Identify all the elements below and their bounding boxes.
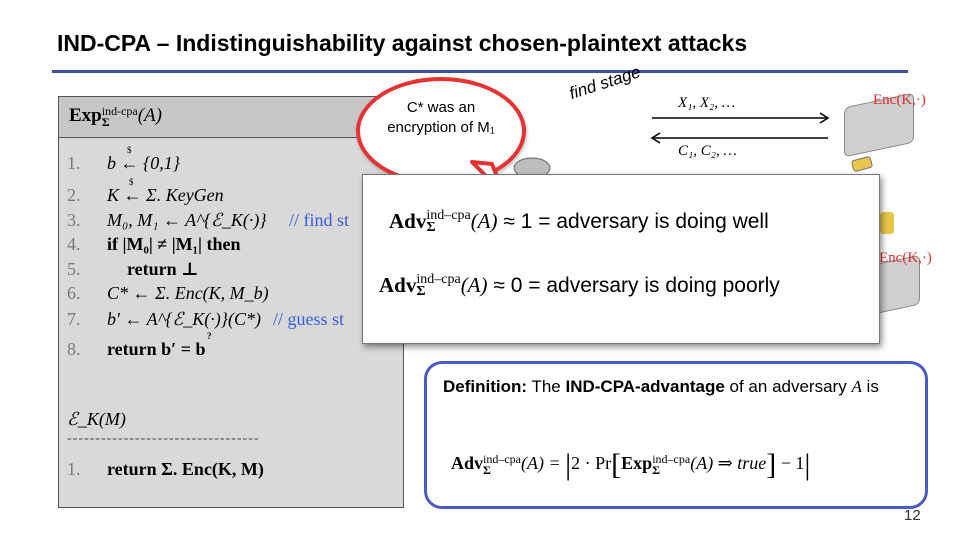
thought-bubble: C* was an encryption of M₁ xyxy=(356,77,526,185)
page-number: 12 xyxy=(904,507,921,524)
oracle-machine-fragment-icon xyxy=(880,212,894,234)
exp-line-7-comment: // guess st xyxy=(273,309,345,329)
oracle-separator: ---------------------------------- xyxy=(67,431,260,446)
response-arrow xyxy=(650,132,828,144)
exp-line-6: 6. xyxy=(67,283,81,303)
exp-line-3: 3. xyxy=(67,210,81,230)
exp-line-1-code: $ b ← {0,1} xyxy=(107,145,180,173)
exp-line-2: 2. xyxy=(67,185,81,205)
exp-line-4-code: if |M₀| ≠ |M₁| then xyxy=(107,234,241,254)
exp-line-7: 7. xyxy=(67,309,81,329)
oracle-line-1-code: return Σ. Enc(K, M) xyxy=(107,459,264,479)
find-stage-label: find stage xyxy=(566,62,643,104)
query-arrow xyxy=(652,112,830,124)
adversary-icon xyxy=(513,157,551,176)
definition-box: Definition: The IND-CPA-advantage of an … xyxy=(424,361,928,509)
title-underline xyxy=(52,70,908,73)
responses-label: C₁, C₂, … xyxy=(678,143,737,159)
exp-line-5: 5. xyxy=(67,259,81,279)
exp-line-2-code: $ K ← Σ. KeyGen xyxy=(107,177,224,205)
exp-line-3-code: M₀, M₁ ← A^{ℰ_K(·)} xyxy=(107,210,267,230)
queries-label: X₁, X₂, … xyxy=(678,95,736,111)
coin-icon xyxy=(850,155,874,173)
exp-line-8-code: ? return b′ = b xyxy=(107,331,212,359)
exp-line-4: 4. xyxy=(67,234,81,254)
exp-line-8: 8. xyxy=(67,339,81,359)
definition-text: Definition: The IND-CPA-advantage of an … xyxy=(443,377,879,396)
exp-line-3-comment: // find st xyxy=(289,210,350,230)
slide-title: IND-CPA – Indistinguishability against c… xyxy=(57,30,748,56)
exp-line-5-code: return ⊥ xyxy=(127,259,199,279)
exp-line-1: 1. xyxy=(67,153,81,173)
exp-line-7-code: b′ ← A^{ℰ_K(·)}(C*) xyxy=(107,309,261,329)
oracle-header: ℰ_K(M) xyxy=(67,409,126,429)
oracle-label-bottom: Enc(K,·) xyxy=(879,250,932,266)
bubble-text: C* was an encryption of M₁ xyxy=(387,99,495,136)
exp-line-6-code: C* ← Σ. Enc(K, M_b) xyxy=(107,283,269,303)
oracle-label-top: Enc(K,·) xyxy=(873,92,926,108)
oracle-line-1: 1. xyxy=(67,459,81,479)
